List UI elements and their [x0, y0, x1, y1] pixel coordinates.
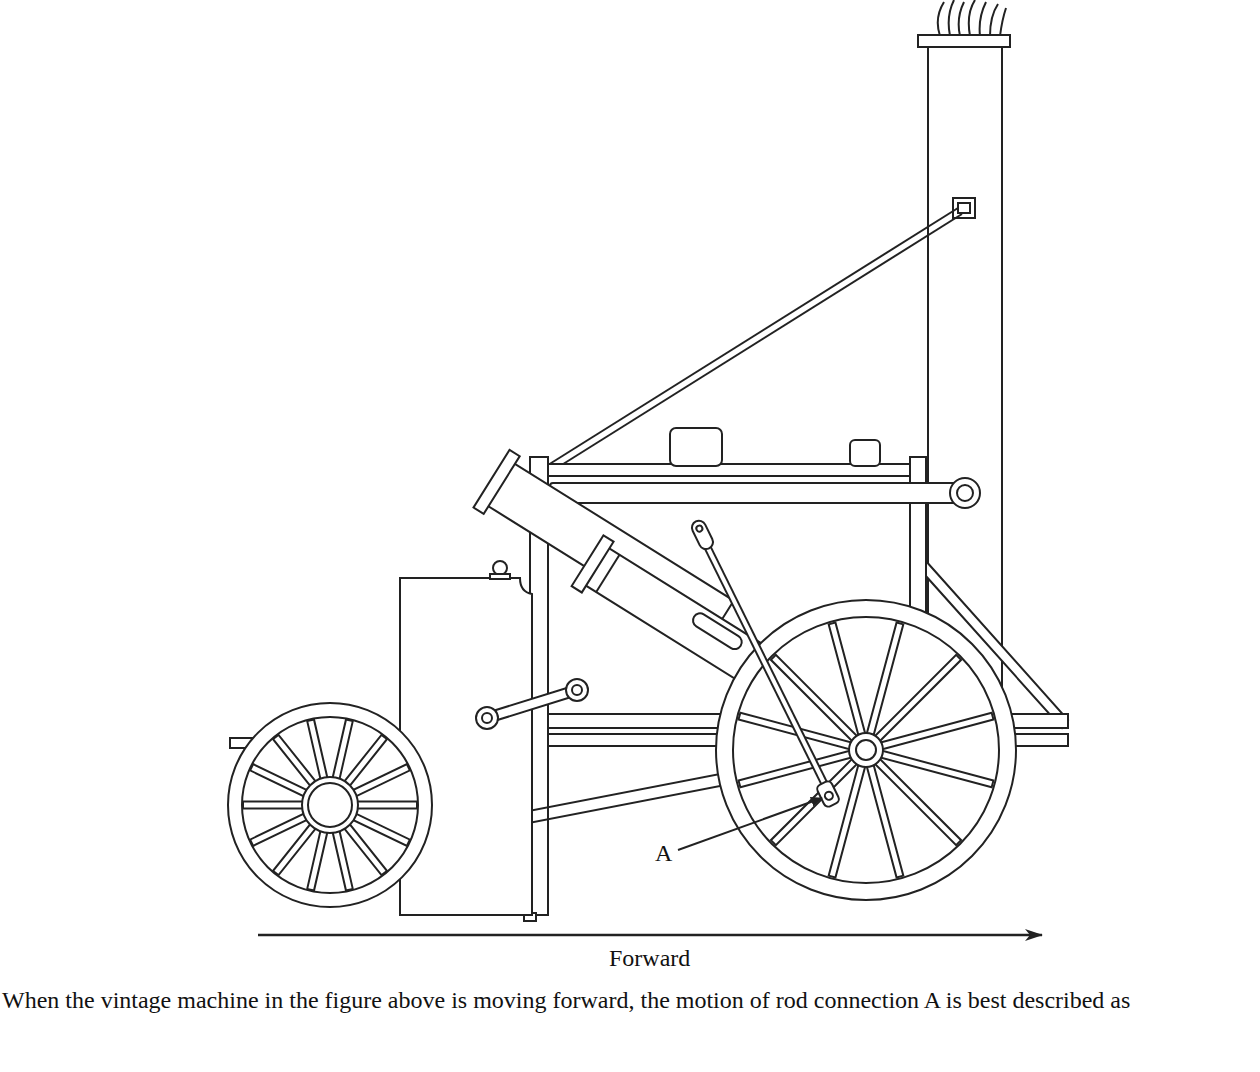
forward-arrow — [258, 935, 1042, 936]
callout-letter-holder: A — [653, 840, 674, 867]
steam-domes-part — [670, 428, 722, 466]
driving-wheel-part — [849, 733, 883, 767]
steam-pipe-part — [957, 485, 973, 501]
steam-domes — [670, 428, 880, 466]
leader-line — [678, 798, 822, 850]
brake-lever-part — [566, 679, 588, 701]
driving-wheel-part — [733, 617, 999, 883]
stay-rod-part — [548, 208, 958, 465]
driving-wheel — [716, 600, 1016, 900]
driving-wheel-part — [856, 740, 876, 760]
chimney-flames — [938, 0, 1006, 36]
water-tank-part — [400, 578, 532, 915]
connecting-rod-part — [700, 532, 829, 793]
connecting-rod-part — [816, 780, 841, 809]
stay-rod-part — [552, 214, 962, 471]
brake-lever-part — [487, 690, 577, 718]
steam-pipe — [550, 478, 980, 508]
leader-line-part — [678, 798, 822, 850]
front-wheel-part — [244, 721, 416, 889]
chimney-part — [918, 35, 1010, 47]
front-wheel-part — [242, 719, 418, 891]
connecting-rod — [690, 518, 841, 808]
brake-lever-part — [572, 685, 582, 695]
steam-pipe-part — [950, 478, 980, 508]
callout-letter: A — [655, 840, 672, 867]
chimney-flames-part — [938, 0, 1006, 36]
steam-pipe-part — [550, 483, 965, 503]
lower-cylinder-part — [572, 535, 614, 592]
water-tank-part — [490, 574, 510, 579]
brake-lever — [476, 679, 588, 729]
direction-label: Forward — [609, 945, 690, 972]
question-caption: When the vintage machine in the figure a… — [2, 981, 1252, 1020]
connecting-rod-part — [695, 525, 703, 533]
driving-wheel-part — [716, 600, 1016, 900]
brake-lever-part — [476, 707, 498, 729]
lower-cylinder-part — [690, 611, 744, 652]
stay-rod — [548, 208, 962, 471]
connecting-rod-part — [690, 518, 716, 551]
chimney-part — [958, 203, 970, 213]
water-tank — [400, 561, 532, 915]
forward-arrow-part — [258, 934, 1042, 937]
question-caption-holder: When the vintage machine in the figure a… — [2, 981, 1252, 1020]
front-wheel-part — [242, 717, 418, 893]
water-tank-part — [493, 561, 507, 575]
upper-cylinder-part — [474, 450, 520, 514]
front-wheel-part — [302, 777, 358, 833]
front-wheel-part — [228, 703, 432, 907]
brake-lever-part — [487, 690, 577, 718]
driving-wheel-part — [740, 624, 991, 875]
steam-domes-part — [850, 440, 880, 466]
front-wheel-part — [308, 783, 352, 827]
lower-cylinder-part — [596, 555, 619, 592]
brake-lever-part — [482, 713, 492, 723]
connecting-rod-part — [700, 532, 829, 793]
connecting-rod-part — [824, 790, 835, 801]
driving-wheel-part — [739, 623, 994, 878]
direction-label-holder: Forward — [607, 945, 692, 972]
front-wheel — [228, 703, 432, 907]
